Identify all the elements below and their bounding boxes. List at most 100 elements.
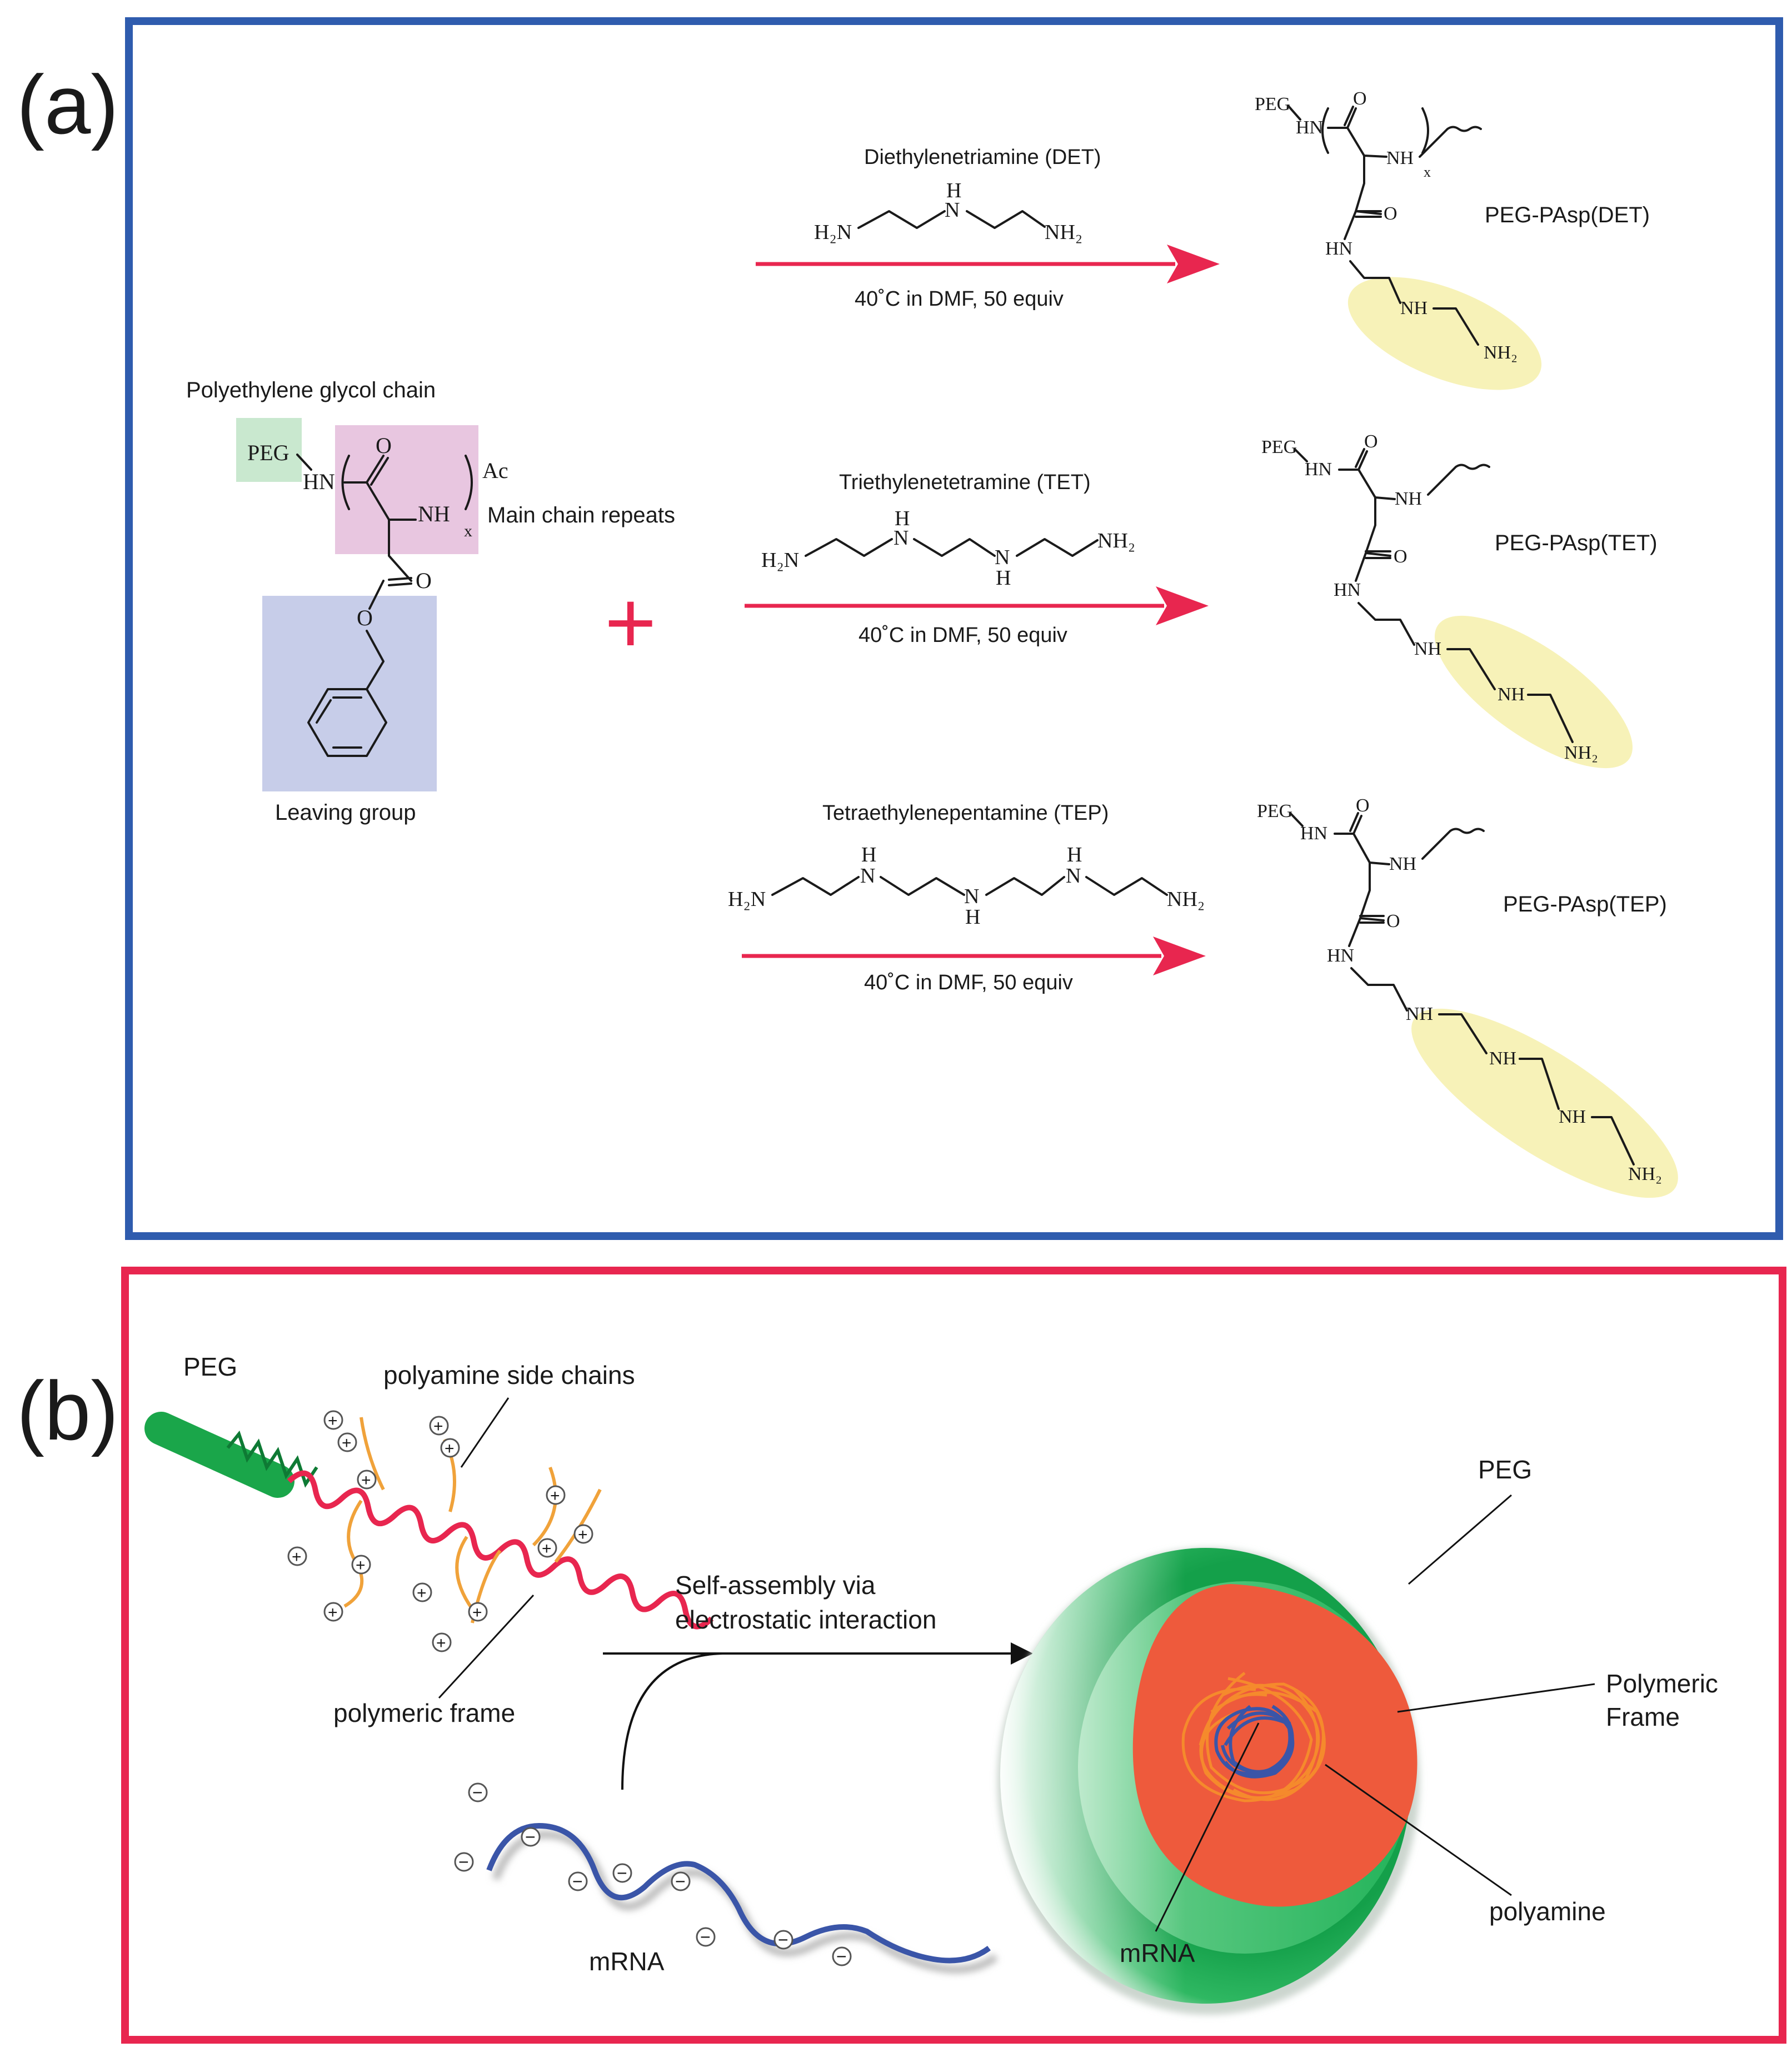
ptep-nh: NH (1389, 854, 1416, 874)
product-tep-name: PEG-PAsp(TEP) (1503, 892, 1667, 917)
plus-charge-8 (323, 1602, 343, 1622)
self-assembly-arrow: Self-assembly via electrostatic interact… (603, 1571, 1033, 1790)
starting-polymer: Polyethylene glycol chain PEG HN O NH x … (186, 378, 675, 825)
plus-charge-4 (429, 1416, 449, 1436)
tet-n-bottom: N (995, 546, 1010, 569)
mrna-label: mRNA (589, 1947, 665, 1976)
ptet-nh-1: NH (1414, 639, 1441, 659)
polymeric-frame-leader (438, 1594, 535, 1699)
plus-charge-7-sign: + (356, 1556, 366, 1575)
ptet-hn-side: HN (1334, 580, 1361, 600)
ptep-nh-2: NH (1489, 1048, 1516, 1069)
repeat-x: x (464, 522, 472, 540)
tet-h-top: H (895, 507, 910, 530)
micelle-polyamine-tangle (1181, 1672, 1326, 1802)
peg-highlight-box (236, 418, 302, 482)
tep-h-1: H (861, 843, 876, 866)
pdet-bonds (1287, 104, 1482, 346)
main-chain-highlight-box (335, 425, 478, 554)
micelle-peg-label: PEG (1478, 1455, 1532, 1484)
reagent-tet-name: Triethylenetetramine (TET) (839, 471, 1091, 494)
conditions-det: 40˚C in DMF, 50 equiv (855, 287, 1064, 311)
carbonyl-o-atom: O (376, 433, 392, 458)
reagent-det-name: Diethylenetriamine (DET) (864, 146, 1101, 169)
main-chain-label: Main chain repeats (487, 503, 675, 527)
plus-charge-11 (468, 1602, 488, 1622)
minus-charge-6 (671, 1871, 691, 1891)
hn-atom: HN (303, 469, 335, 494)
plus-charge-5 (440, 1438, 460, 1458)
minus-charge-5-sign: − (617, 1863, 627, 1883)
ptep-peg: PEG (1257, 801, 1292, 821)
plus-charge-12 (546, 1485, 566, 1505)
det-side-chain-highlight (1347, 277, 1542, 390)
self-assembly-line1: Self-assembly via (675, 1571, 876, 1600)
product-tet-name: PEG-PAsp(TET) (1495, 531, 1658, 555)
ptet-o-top: O (1364, 431, 1378, 452)
minus-charge-9 (832, 1946, 852, 1966)
micelle: PEG Polymeric Frame polyamine mRNA (997, 1455, 1718, 2015)
plus-charge-6-sign: + (292, 1548, 302, 1566)
pdet-nh-side: NH (1400, 298, 1427, 318)
tet-nh2: NH₂ (1097, 529, 1135, 552)
pdet-hn-side: HN (1325, 238, 1352, 259)
conditions-tet: 40˚C in DMF, 50 equiv (858, 624, 1067, 647)
plus-charge-10 (432, 1632, 452, 1652)
starting-polymer-bonds (296, 454, 473, 757)
panel-b-label: (b) (17, 1364, 118, 1457)
leaving-group-label: Leaving group (275, 800, 416, 825)
mrna-strand-line (486, 1822, 991, 1964)
reaction-tep: Tetraethylenepentamine (TEP) H₂N H N N H… (728, 801, 1206, 994)
ptet-nh: NH (1395, 489, 1422, 509)
det-bonds (857, 210, 1046, 229)
tep-n-2: N (964, 885, 979, 908)
tep-h2n: H₂N (728, 888, 766, 911)
plus-charge-5-sign: + (445, 1440, 455, 1458)
plus-charge-14-sign: + (542, 1540, 552, 1558)
ptet-nh2: NH₂ (1564, 743, 1598, 763)
ptet-bonds (1294, 448, 1574, 743)
ptet-peg: PEG (1261, 437, 1297, 457)
panel-a-label: (a) (17, 58, 118, 151)
plus-charge-11-sign: + (472, 1603, 482, 1622)
reaction-tet: Triethylenetetramine (TET) H₂N H N N H N… (745, 471, 1209, 647)
tet-h2n: H₂N (761, 549, 799, 572)
micelle-polyamine-label: polyamine (1489, 1897, 1606, 1926)
tet-n-top: N (893, 526, 909, 550)
pdet-x: x (1424, 164, 1431, 180)
minus-charge-4-sign: − (572, 1871, 583, 1891)
plus-charge-3 (357, 1470, 377, 1490)
plus-charge-2-sign: + (342, 1434, 352, 1452)
pdet-hn: HN (1296, 117, 1323, 138)
micelle-mrna-label: mRNA (1120, 1939, 1195, 1968)
pdet-o-top: O (1353, 88, 1367, 109)
plus-charge-7 (351, 1555, 371, 1575)
pdet-o-side: O (1384, 203, 1397, 224)
minus-charge-5 (612, 1863, 632, 1883)
minus-charge-1 (468, 1782, 488, 1802)
ptep-hn-side: HN (1327, 945, 1354, 966)
det-nh2: NH₂ (1045, 221, 1082, 244)
plus-charge-14 (537, 1538, 557, 1558)
det-h2n: H₂N (814, 221, 852, 244)
pdet-peg: PEG (1255, 94, 1290, 114)
plus-charge-1-sign: + (328, 1412, 338, 1430)
pdet-nh2: NH₂ (1484, 342, 1518, 363)
ptet-o-side: O (1394, 546, 1407, 567)
minus-charge-1-sign: − (472, 1782, 483, 1802)
arrow-tet-head (1156, 586, 1209, 625)
ptep-bonds (1289, 812, 1635, 1166)
tep-bonds (771, 876, 1168, 896)
side-chain-4 (455, 1536, 474, 1610)
copolymer-peg-label: PEG (183, 1352, 237, 1381)
micelle-polymeric-frame (1132, 1584, 1417, 1907)
acetyl-atom: Ac (482, 458, 508, 483)
peg-chain-title: Polyethylene glycol chain (186, 378, 436, 402)
mrna-join-curve (621, 1652, 723, 1790)
tep-side-chain-highlight (1411, 1008, 1678, 1198)
plus-charge-2 (337, 1432, 357, 1452)
det-h: H (946, 179, 961, 202)
minus-charge-9-sign: − (836, 1946, 847, 1966)
tep-h-2: H (965, 905, 980, 929)
